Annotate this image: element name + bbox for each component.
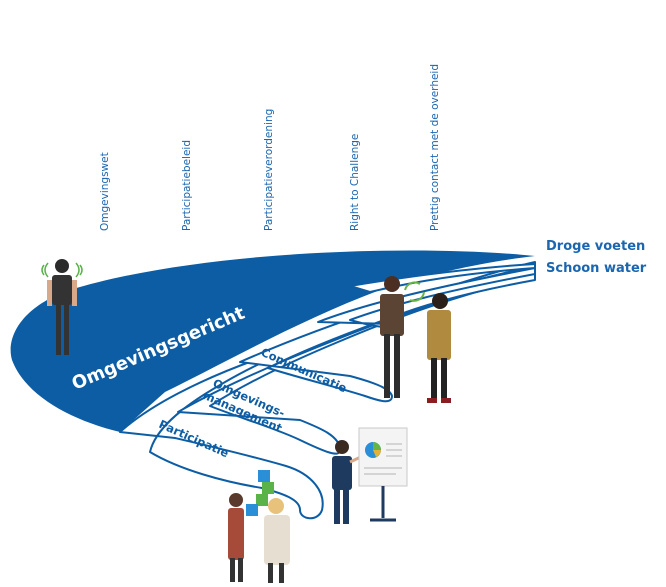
people-puzzle-icon (228, 493, 290, 583)
people-talking-icon (380, 276, 451, 403)
outcome-droge-voeten: Droge voeten (546, 239, 646, 254)
lane-omgevingsmanagement (177, 271, 536, 455)
person-signal-icon (41, 259, 83, 355)
omgevingsgericht-band (10, 250, 535, 432)
flip-chart-icon (358, 427, 408, 522)
outcome-schoon-water: Schoon water (546, 261, 647, 276)
puzzle-pieces-icon (246, 470, 274, 516)
